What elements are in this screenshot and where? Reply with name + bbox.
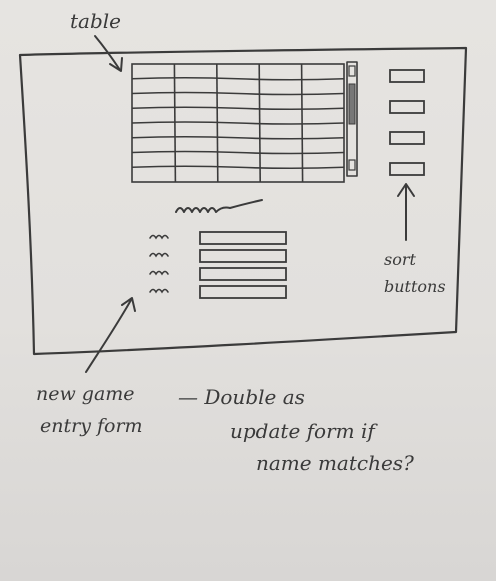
form-input-field[interactable] (199, 285, 287, 299)
table-row-line (131, 165, 345, 170)
table-row-line (131, 135, 345, 140)
note-line1: — Double as (178, 385, 305, 409)
form-field-label (149, 234, 169, 240)
sort-annotation-line1: sort (384, 250, 416, 269)
table-row-line (131, 76, 345, 81)
table-scrollbar[interactable] (346, 61, 358, 177)
sort-button[interactable] (389, 69, 425, 83)
note-line3: name matches? (256, 451, 414, 475)
table-row-line (131, 121, 345, 125)
table-annotation: table (70, 9, 121, 33)
games-table[interactable] (131, 63, 345, 183)
form-heading-squiggle (175, 199, 263, 213)
sort-buttons-arrowhead (397, 183, 415, 197)
table-row-line (131, 150, 345, 155)
table-row-line (131, 106, 345, 111)
sort-buttons (389, 69, 425, 176)
form-input-field[interactable] (199, 267, 287, 281)
sort-button[interactable] (389, 131, 425, 145)
table-column-line (216, 63, 219, 183)
table-column-line (300, 63, 304, 183)
table-row-line (131, 91, 345, 96)
table-column-line (173, 63, 177, 183)
form-field-label (149, 288, 169, 294)
form-annotation-arrowhead (121, 297, 136, 312)
form-input-field[interactable] (199, 249, 287, 263)
note-line2: update form if (230, 419, 378, 443)
app-window-frame (18, 46, 468, 356)
table-annotation-arrowhead (109, 57, 123, 72)
form-annotation-line1: new game (36, 383, 135, 405)
sort-annotation-line2: buttons (384, 277, 446, 296)
scrollbar-thumb[interactable] (348, 83, 356, 125)
form-input-field[interactable] (199, 231, 287, 245)
form-annotation-arrow (85, 299, 132, 373)
form-field-label (149, 270, 169, 276)
sort-button[interactable] (389, 100, 425, 114)
scroll-up-arrow-icon[interactable] (348, 65, 356, 77)
table-column-line (258, 63, 261, 183)
form-field-label (149, 252, 169, 258)
sort-button[interactable] (389, 162, 425, 176)
form-annotation-line2: entry form (40, 415, 143, 437)
entry-form (149, 231, 287, 299)
scroll-down-arrow-icon[interactable] (348, 159, 356, 171)
